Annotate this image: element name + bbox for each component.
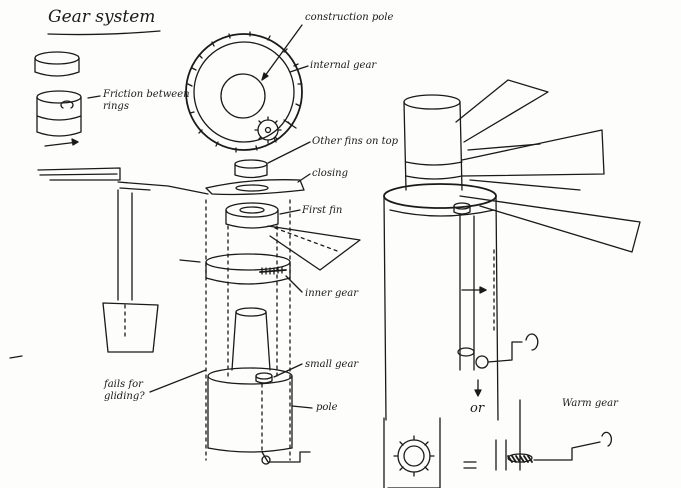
first-fin-blade xyxy=(267,225,361,271)
rotation-arrow-head xyxy=(71,138,79,146)
crank-handle-bottom xyxy=(261,451,311,465)
detail-spur-gear xyxy=(393,435,435,477)
label-friction-line2: rings xyxy=(103,101,129,112)
left-pole-stand xyxy=(102,189,159,353)
worm-gear-crank xyxy=(457,333,539,369)
page-title: Gear system xyxy=(48,7,156,27)
label-small-gear: small gear xyxy=(305,359,359,370)
pointer-closing xyxy=(297,173,311,183)
pointer-other-fins xyxy=(267,141,311,164)
turbine-blades xyxy=(455,79,641,253)
pointer-internal-gear xyxy=(289,65,309,73)
label-or: or xyxy=(470,401,485,416)
label-first-fin: First fin xyxy=(302,205,343,216)
pointer-first-fin xyxy=(279,209,301,215)
internal-small-gear xyxy=(254,116,282,144)
top-collar xyxy=(234,159,268,179)
label-closing: closing xyxy=(312,168,348,179)
label-pole: pole xyxy=(316,402,338,413)
small-gear-on-pole xyxy=(255,372,273,384)
closing-plate xyxy=(205,179,305,196)
pointer-fails-for-gliding xyxy=(149,369,207,393)
pointer-small-gear xyxy=(273,363,303,378)
detail-equals xyxy=(463,461,477,469)
label-warm-gear: Warm gear xyxy=(562,398,618,409)
pointer-inner-gear xyxy=(285,275,303,293)
label-fails-line2: gliding? xyxy=(104,391,145,402)
friction-ring-top xyxy=(34,51,80,77)
label-fails-line1: fails for xyxy=(104,379,143,390)
fin-stack-side xyxy=(37,167,209,195)
label-other-fins: Other fins on top xyxy=(312,136,399,147)
friction-arrow xyxy=(87,95,101,99)
friction-ring-stack xyxy=(36,90,82,137)
label-internal-gear: internal gear xyxy=(310,60,377,71)
inner-shaft xyxy=(459,215,475,371)
turbine-base-column xyxy=(383,183,499,421)
pole-cylinder xyxy=(207,367,293,453)
inner-gear-ring xyxy=(205,253,291,285)
detail-frame xyxy=(383,417,441,488)
label-friction-line1: Friction between xyxy=(103,89,190,100)
turbine-top-cylinder xyxy=(403,94,463,191)
title-underline xyxy=(47,30,161,36)
inner-pole xyxy=(231,307,271,371)
pointer-construction-pole xyxy=(261,24,303,81)
construction-pole-section xyxy=(220,73,266,119)
label-inner-gear: inner gear xyxy=(305,288,359,299)
label-construction-pole: construction pole xyxy=(305,12,394,23)
detail-worm-gear xyxy=(495,399,613,471)
gear-rotation-mark xyxy=(283,119,297,129)
internal-gear-ring xyxy=(185,31,303,153)
pointer-pole xyxy=(291,405,313,409)
first-fin-ring xyxy=(225,202,279,229)
alignment-guides xyxy=(205,199,291,461)
